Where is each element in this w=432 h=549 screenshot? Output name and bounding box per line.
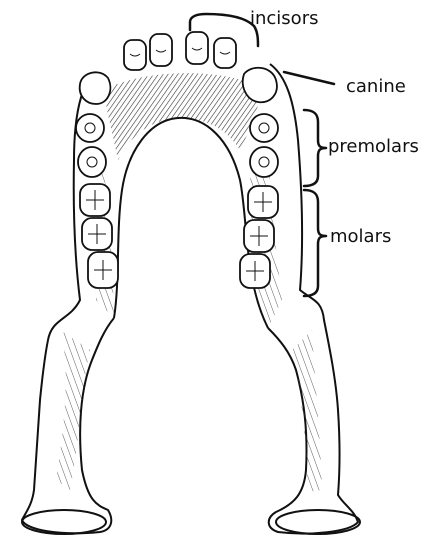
incisor-tooth [124,40,146,70]
canine-tooth [243,68,277,103]
incisor-tooth [150,34,172,66]
incisor-tooth [186,32,208,64]
left-ramus-shading [56,330,90,490]
right-ramus-shading [292,330,322,492]
right-condyle [276,510,360,534]
molars-brace [304,190,326,296]
premolar-tooth [250,114,278,142]
premolar-tooth [78,147,106,177]
molars-label: molars [330,226,391,247]
canine-label: canine [346,76,406,97]
premolar-tooth [250,147,278,177]
canine-leader [284,72,334,84]
incisor-tooth [214,38,236,68]
premolars-label: premolars [328,136,419,157]
left-condyle [22,510,106,534]
canine-tooth [80,72,111,104]
premolars-brace [304,110,326,186]
symphysis-shading [104,73,262,160]
premolar-tooth [76,114,104,142]
teeth [76,32,278,288]
incisors-label: incisors [250,8,318,29]
inner-arch [114,118,268,328]
